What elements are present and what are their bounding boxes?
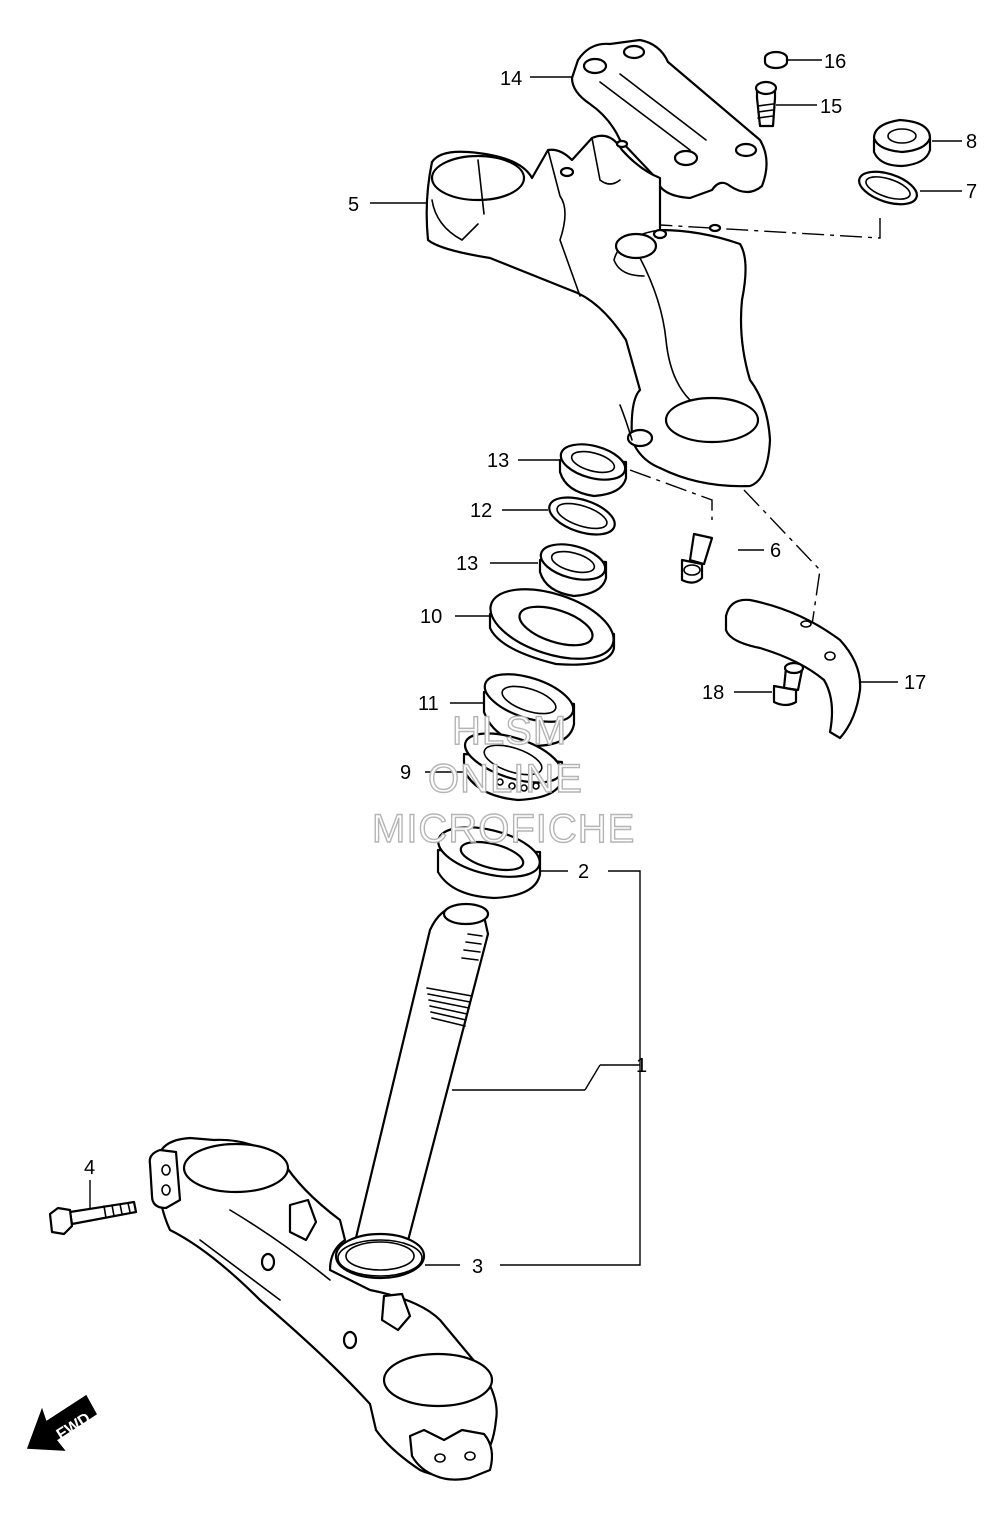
part-5-upper-bracket <box>425 134 772 488</box>
part-2-bearing <box>436 826 542 900</box>
part-18-bolt <box>772 661 805 707</box>
label-9: 9 <box>400 762 411 784</box>
leader-lines <box>89 59 962 1266</box>
part-number-labels: 14 16 15 8 7 5 13 12 13 10 11 9 2 1 3 4 … <box>84 51 977 1278</box>
part-3-washer <box>337 1239 423 1277</box>
part-1-steering-stem <box>148 902 498 1481</box>
label-13b: 13 <box>456 553 478 575</box>
label-16: 16 <box>824 51 846 73</box>
label-10: 10 <box>420 606 442 628</box>
watermark-line3: MICROFICHE <box>372 807 635 851</box>
part-14-holder <box>570 38 768 200</box>
part-13-locknut-lower <box>538 543 608 598</box>
leader-1a <box>584 1064 601 1091</box>
label-4: 4 <box>84 1157 95 1179</box>
label-12: 12 <box>470 500 492 522</box>
watermark-line2: ONLINE <box>428 757 583 801</box>
part-16-cap <box>763 50 789 70</box>
fwd-arrow: FWD <box>26 1394 97 1451</box>
label-17: 17 <box>904 672 926 694</box>
part-8-nut <box>872 118 932 168</box>
label-5: 5 <box>348 194 359 216</box>
part-17-guard <box>724 598 862 740</box>
label-6: 6 <box>770 540 781 562</box>
label-13a: 13 <box>487 450 509 472</box>
watermark: HLSM ONLINE MICROFICHE <box>371 708 635 851</box>
axis-line-6 <box>629 469 713 520</box>
label-1: 1 <box>636 1055 647 1077</box>
part-11-race <box>482 673 576 748</box>
part-7-washer <box>858 170 918 206</box>
label-18: 18 <box>702 682 724 704</box>
part-12-washer <box>548 496 616 536</box>
label-14: 14 <box>500 68 522 90</box>
label-8: 8 <box>966 131 977 153</box>
label-3: 3 <box>472 1256 483 1278</box>
watermark-line1: HLSM <box>452 709 567 753</box>
part-13-locknut-upper <box>558 443 628 498</box>
label-15: 15 <box>820 96 842 118</box>
part-6-bolt <box>680 532 714 584</box>
part-10-seal <box>488 588 616 666</box>
axis-line-7 <box>659 218 881 239</box>
label-11: 11 <box>418 693 439 715</box>
bracket-1-3 <box>500 870 641 1266</box>
part-9-bearing <box>462 732 564 802</box>
fwd-arrow-icon <box>26 1394 97 1451</box>
label-2: 2 <box>578 861 589 883</box>
part-15-bolt <box>754 80 778 128</box>
label-7: 7 <box>966 181 977 203</box>
part-4-bolt <box>48 1200 138 1236</box>
